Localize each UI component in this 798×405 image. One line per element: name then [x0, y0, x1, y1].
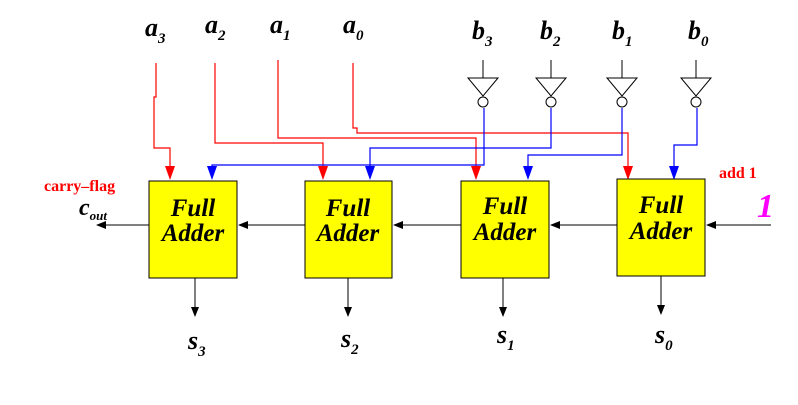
b-inverters	[466, 60, 713, 108]
arrow-b2	[365, 166, 375, 180]
arrow-b0	[669, 166, 679, 180]
arrow-a0	[623, 166, 633, 180]
wire-a0	[352, 63, 629, 170]
arrow-a2	[318, 166, 328, 180]
inverter-b2-triangle	[534, 77, 568, 97]
output-s2-label: s2	[340, 324, 359, 358]
input-b3-label: b3	[472, 16, 493, 50]
full-adder-3: Full Adder	[148, 180, 238, 279]
carry-flag-label: carry–flag	[44, 178, 115, 195]
wire-b2	[369, 108, 552, 170]
adder-box	[460, 180, 550, 279]
adder-line2: Adder	[160, 220, 225, 247]
inverter-b2-bubble	[545, 96, 557, 108]
output-s3-label: s3	[187, 326, 206, 360]
sum-output-wires	[191, 276, 665, 317]
arrow-a1	[471, 166, 481, 180]
full-adder-0: Full Adder	[616, 178, 706, 277]
inverter-b0-bubble	[690, 96, 702, 108]
full-adder-2: Full Adder	[304, 180, 393, 279]
arrow-b3	[207, 166, 217, 180]
wire-a1	[277, 60, 477, 170]
inverter-b1-bubble	[616, 96, 628, 108]
wire-b3	[211, 108, 485, 170]
adder-line1: Full	[482, 193, 528, 220]
adder-box	[148, 180, 238, 279]
input-b1-label: b1	[612, 16, 633, 50]
input-a2-label: a2	[205, 10, 226, 44]
b-input-arrowheads	[207, 166, 679, 180]
carry-out-label: cout	[79, 195, 107, 223]
adder-line2: Adder	[628, 218, 693, 245]
adder-line1: Full	[638, 192, 684, 219]
inverter-b0-triangle	[679, 77, 713, 97]
input-a0-label: a0	[343, 10, 364, 44]
input-b2-label: b2	[540, 16, 561, 50]
wire-a2	[214, 63, 324, 170]
arrow-b1	[523, 166, 533, 180]
wire-a3	[153, 63, 171, 170]
full-adder-1: Full Adder	[460, 180, 550, 279]
carry-in-value: 1	[757, 188, 774, 225]
adder-line2: Adder	[472, 219, 537, 246]
arrow-a3	[165, 166, 175, 180]
output-s0-label: s0	[654, 320, 673, 354]
input-a3-label: a3	[145, 13, 166, 47]
adder-line1: Full	[170, 195, 216, 222]
output-s1-label: s1	[496, 320, 515, 354]
b-input-wires	[211, 108, 698, 170]
adder-box	[616, 178, 706, 277]
input-b0-label: b0	[688, 16, 709, 50]
inverter-b3-triangle	[466, 77, 500, 97]
input-a1-label: a1	[270, 10, 291, 44]
adder-line1: Full	[325, 195, 371, 222]
wire-b0	[673, 108, 698, 170]
a-input-arrowheads	[165, 166, 633, 180]
add-one-label: add 1	[719, 165, 757, 182]
adder-line2: Adder	[315, 220, 380, 247]
wire-b1	[527, 108, 623, 170]
inverter-b3-bubble	[477, 96, 489, 108]
inverter-b1-triangle	[605, 77, 639, 97]
a-input-wires	[153, 60, 629, 170]
